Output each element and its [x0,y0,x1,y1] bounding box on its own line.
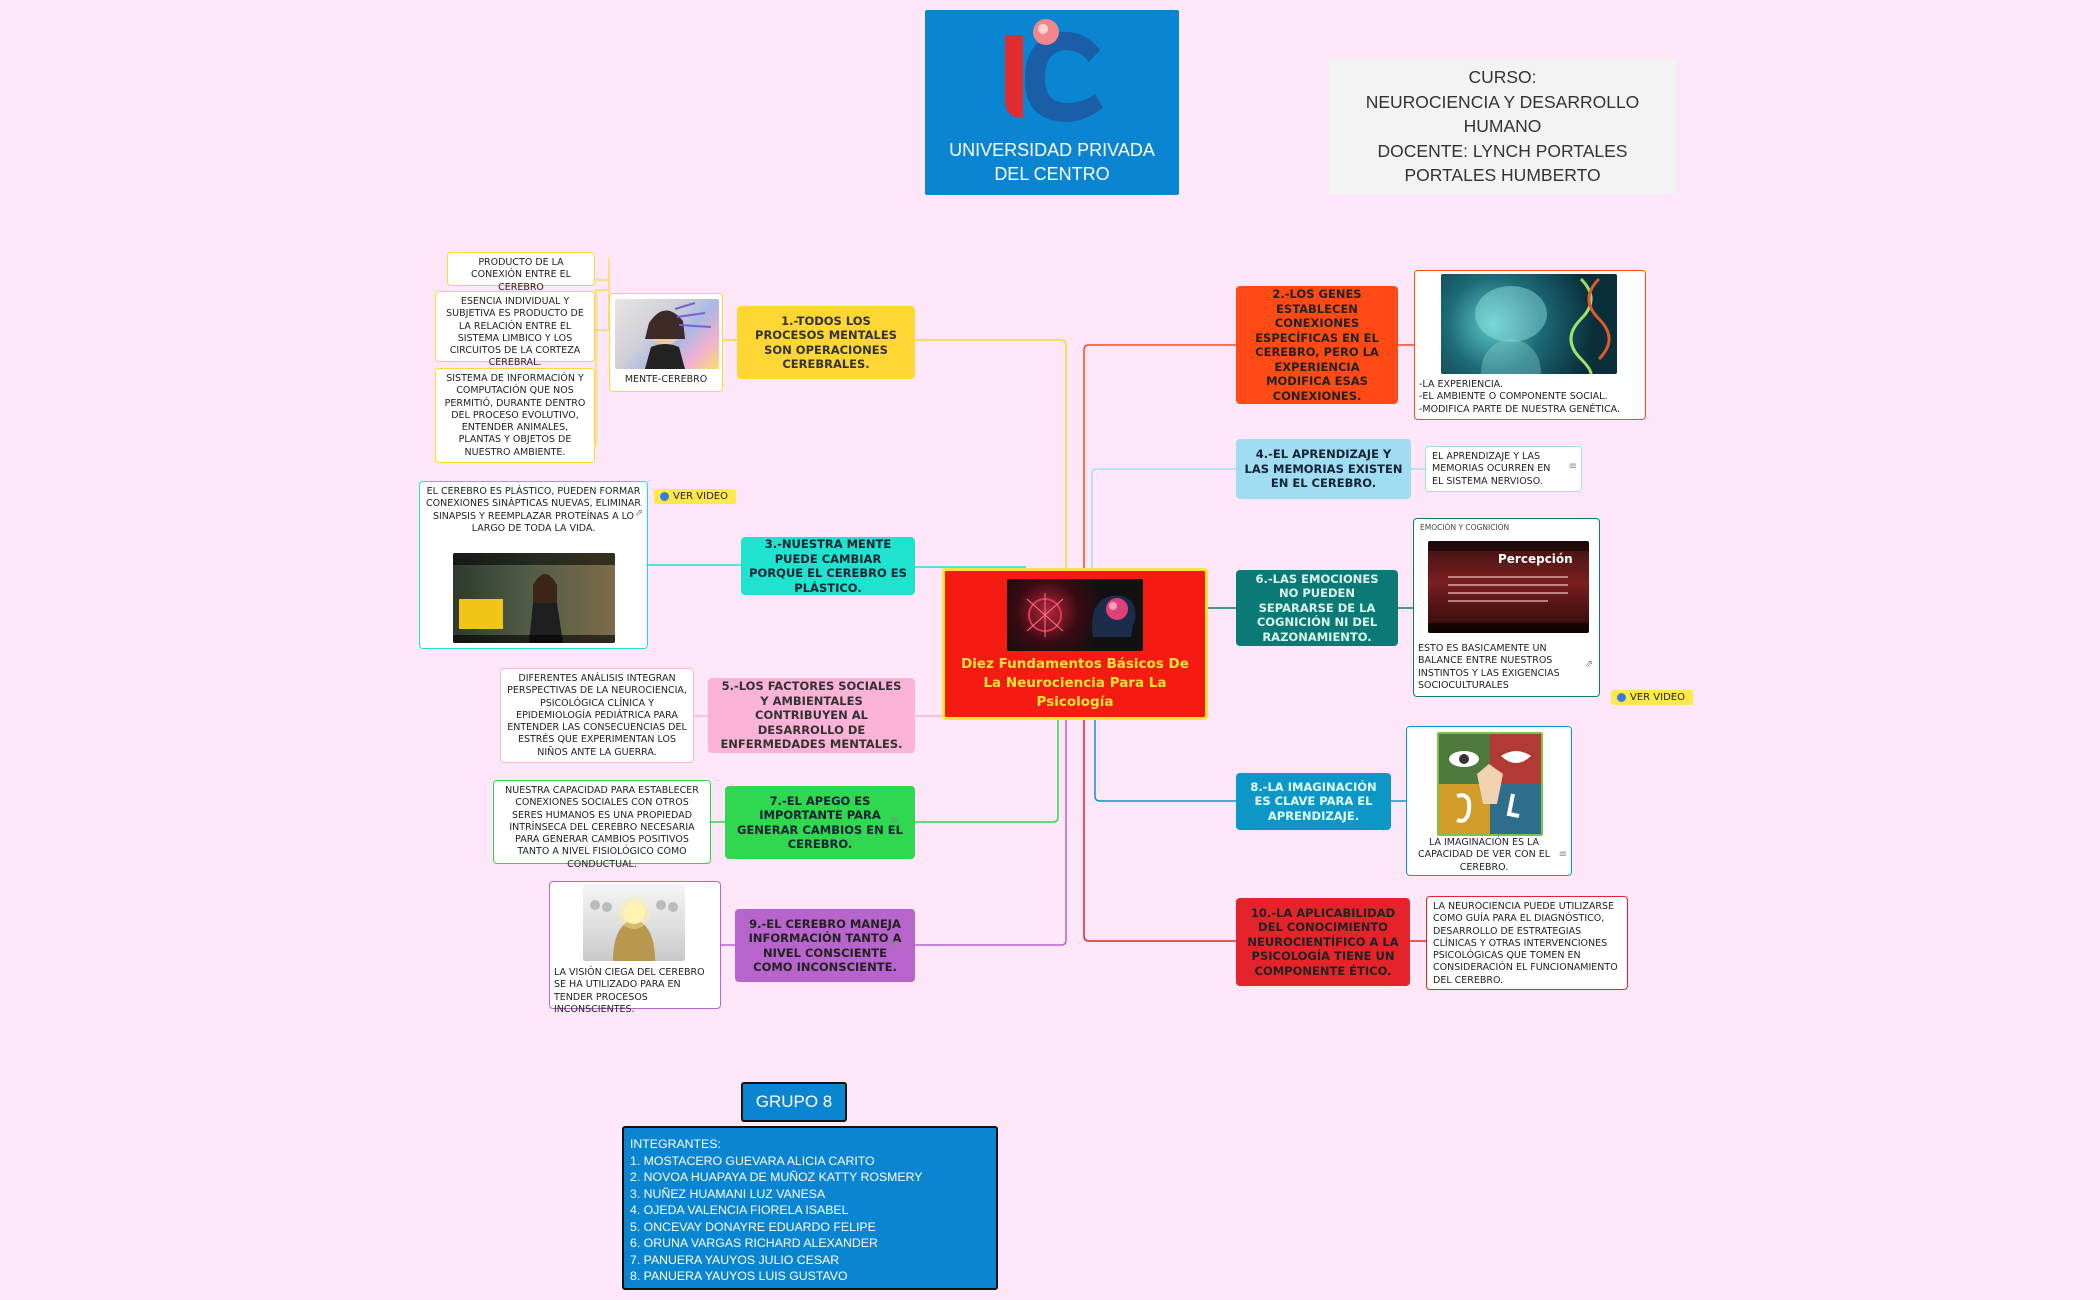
video-thumbnail-emotion[interactable]: Percepción [1428,541,1589,633]
topic-4[interactable]: 4.-EL APRENDIZAJE Y LAS MEMORIAS EXISTEN… [1236,439,1411,499]
note-1c[interactable]: SISTEMA DE INFORMACIÓN Y COMPUTACIÓN QUE… [435,368,595,463]
central-title: Diez Fundamentos Básicos De La Neurocien… [961,656,1189,710]
note-2-text: -LA EXPERIENCIA. -EL AMBIENTE O COMPONEN… [1419,379,1621,415]
logo-text: UNIVERSIDAD PRIVADA DEL CENTRO [949,140,1155,184]
note-9-text: LA VISIÓN CIEGA DEL CEREBRO SE HA UTILIZ… [554,967,705,1015]
ver-video-badge-3[interactable]: VER VIDEO [654,489,736,504]
note-1-image-card[interactable]: MENTE-CEREBRO [609,293,723,392]
note-7[interactable]: NUESTRA CAPACIDAD PARA ESTABLECER CONEXI… [493,780,711,870]
connector-topic-8 [1094,720,1236,802]
topic-6[interactable]: 6.-LAS EMOCIONES NO PUEDEN SEPARARSE DE … [1236,570,1398,646]
group-title: GRUPO 8 [741,1082,847,1122]
course-info-box: CURSO: NEUROCIENCIA Y DESARROLLO HUMANO … [1329,59,1676,194]
note-8-text: LA IMAGINACIÓN ES LA CAPACIDAD DE VER CO… [1418,837,1550,873]
note-2-card[interactable]: -LA EXPERIENCIA. -EL AMBIENTE O COMPONEN… [1414,270,1646,420]
course-name: NEUROCIENCIA Y DESARROLLO HUMANO [1365,91,1640,137]
member-2: 2. NOVOA HUAPAYA DE MUÑOZ KATTY ROSMERY [630,1170,923,1184]
course-label: CURSO: [1468,67,1537,87]
topic-3[interactable]: 3.-NUESTRA MENTE PUEDE CAMBIAR PORQUE EL… [741,537,915,595]
notes-icon: ≡ [890,815,899,826]
external-link-icon[interactable]: ⇗ [1584,659,1593,670]
teacher-name: DOCENTE: LYNCH PORTALES PORTALES HUMBERT… [1377,140,1628,186]
note-6-card[interactable]: EMOCIÓN Y COGNICIÓN Percepción ESTO ES B… [1413,518,1600,697]
video-label-perception: Percepción [1498,552,1573,566]
note-6-text: ESTO ES BASICAMENTE UN BALANCE ENTRE NUE… [1418,643,1560,691]
group-members-box: INTEGRANTES: 1. MOSTACERO GUEVARA ALICIA… [622,1126,998,1290]
note-6-video-title: EMOCIÓN Y COGNICIÓN [1420,523,1510,532]
blind-sight-image [583,885,685,961]
uc-logo-icon [1005,19,1103,122]
senses-image [1437,732,1543,836]
member-6: 6. ORUNA VARGAS RICHARD ALEXANDER [630,1236,878,1250]
university-logo: UNIVERSIDAD PRIVADA DEL CENTRO [925,10,1179,195]
video-icon [1617,693,1626,702]
topic-10[interactable]: 10.-LA APLICABILIDAD DEL CONOCIMIENTO NE… [1236,898,1410,986]
ver-video-badge-6[interactable]: VER VIDEO [1611,690,1693,705]
topic-9[interactable]: 9.-EL CEREBRO MANEJA INFORMACIÓN TANTO A… [735,909,915,982]
notes-icon: ≡ [890,938,899,949]
brain-image [1007,579,1143,651]
central-topic[interactable]: Diez Fundamentos Básicos De La Neurocien… [942,568,1208,720]
mind-brain-image [615,299,719,369]
connector-topic-4 [1091,468,1236,568]
member-5: 5. ONCEVAY DONAYRE EDUARDO FELIPE [630,1219,876,1234]
topic-8[interactable]: 8.-LA IMAGINACIÓN ES CLAVE PARA EL APREN… [1236,773,1391,830]
member-7: 7. PANUERA YAUYOS JULIO CESAR [630,1252,840,1267]
topic-1[interactable]: 1.-TODOS LOS PROCESOS MENTALES SON OPERA… [737,306,915,379]
topic-5[interactable]: 5.-LOS FACTORES SOCIALES Y AMBIENTALES C… [708,678,915,753]
connector-note-1-branches [595,258,610,446]
notes-icon: ≡ [1558,849,1567,860]
notes-icon: ≡ [1568,461,1577,472]
note-1a[interactable]: PRODUCTO DE LA CONEXIÓN ENTRE EL CEREBRO [447,252,595,293]
connector-topic-9 [915,720,1067,946]
external-link-icon[interactable]: ⇗ [634,508,643,519]
note-8-card[interactable]: LA IMAGINACIÓN ES LA CAPACIDAD DE VER CO… [1406,726,1572,876]
topic-7[interactable]: 7.-EL APEGO ES IMPORTANTE PARA GENERAR C… [725,786,915,859]
note-3-card[interactable]: EL CEREBRO ES PLÁSTICO, PUEDEN FORMAR CO… [419,481,648,649]
note-1b[interactable]: ESENCIA INDIVIDUAL Y SUBJETIVA ES PRODUC… [435,291,595,368]
connector-topic-7 [915,720,1059,823]
member-3: 3. NUÑEZ HUAMANI LUZ VANESA [630,1186,826,1201]
connector-topic-1 [915,339,1067,568]
connector-topic-2 [1083,344,1236,568]
group-heading: INTEGRANTES: [630,1137,721,1151]
ver-video-label: VER VIDEO [673,491,728,502]
video-icon [660,492,669,501]
note-9-card[interactable]: LA VISIÓN CIEGA DEL CEREBRO SE HA UTILIZ… [549,881,721,1015]
ver-video-label: VER VIDEO [1630,692,1685,703]
note-3-text: EL CEREBRO ES PLÁSTICO, PUEDEN FORMAR CO… [426,486,641,534]
note-1-image-caption: MENTE-CEREBRO [624,374,708,385]
note-5[interactable]: DIFERENTES ANÁLISIS INTEGRAN PERSPECTIVA… [500,668,694,763]
member-1: 1. MOSTACERO GUEVARA ALICIA CARITO [630,1153,875,1168]
note-4-text: EL APRENDIZAJE Y LAS MEMORIAS OCURREN EN… [1432,451,1551,487]
video-thumbnail-plasticity[interactable] [453,553,615,643]
note-10[interactable]: LA NEUROCIENCIA PUEDE UTILIZARSE COMO GU… [1426,896,1628,990]
topic-2[interactable]: 2.-LOS GENES ESTABLECEN CONEXIONES ESPEC… [1236,286,1398,404]
member-8: 8. PANUERA YAUYOS LUIS GUSTAVO [630,1269,848,1283]
member-4: 4. OJEDA VALENCIA FIORELA ISABEL [630,1203,849,1217]
note-4[interactable]: EL APRENDIZAJE Y LAS MEMORIAS OCURREN EN… [1425,446,1582,492]
genes-brain-image [1441,274,1617,374]
connector-topic-10 [1083,720,1236,942]
